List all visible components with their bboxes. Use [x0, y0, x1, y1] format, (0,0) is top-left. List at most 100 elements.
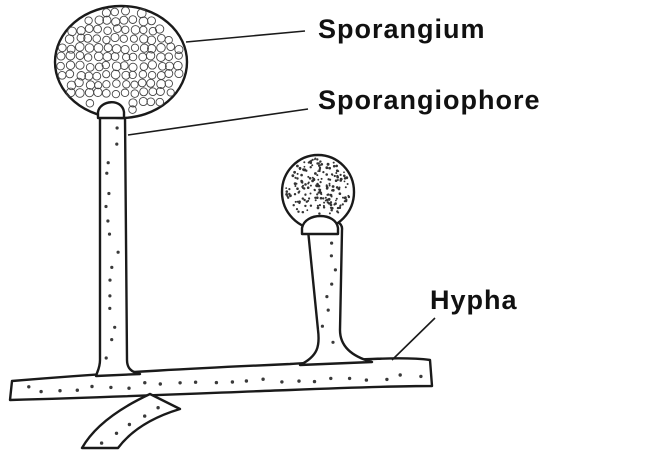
short-sporangiophore-group: [282, 155, 372, 365]
spore-speck: [329, 179, 331, 181]
spore-speck: [292, 174, 295, 177]
spore-speck: [335, 165, 338, 168]
spore-speck: [336, 176, 339, 179]
cytoplasm-dot: [330, 254, 333, 257]
spore-speck: [345, 199, 348, 202]
label-hypha: Hypha: [430, 285, 518, 315]
cytoplasm-dot: [58, 389, 61, 392]
spore-speck: [342, 203, 344, 205]
spore-speck: [339, 187, 341, 189]
cytoplasm-dot: [110, 338, 113, 341]
cytoplasm-dot: [108, 294, 111, 297]
spore-speck: [310, 205, 312, 207]
cytoplasm-dot: [215, 381, 218, 384]
spore-speck: [296, 177, 298, 179]
spore-speck: [327, 163, 330, 166]
cytoplasm-dot: [115, 432, 118, 435]
cytoplasm-dot: [105, 172, 108, 175]
spore-speck: [331, 173, 333, 175]
spore-speck: [310, 193, 312, 195]
cytoplasm-dot: [128, 423, 131, 426]
cytoplasm-dot: [76, 389, 79, 392]
spore-speck: [296, 208, 298, 210]
spore-speck: [343, 171, 345, 173]
spore-speck: [325, 166, 328, 169]
spore-speck: [310, 166, 312, 168]
spore-speck: [307, 200, 309, 202]
spore-speck: [329, 183, 331, 185]
spore-speck: [288, 188, 290, 190]
cytoplasm-dot: [159, 382, 162, 385]
cytoplasm-dot: [327, 309, 330, 312]
spore-speck: [300, 174, 303, 177]
spore-speck: [316, 185, 319, 188]
spore-speck: [319, 167, 321, 169]
spore-speck: [298, 191, 300, 193]
spore-speck: [342, 197, 344, 199]
cytoplasm-dot: [127, 387, 130, 390]
leader-sporangiophore: [128, 109, 308, 135]
spore-speck: [306, 209, 308, 211]
spore-speck: [335, 200, 337, 202]
spore-speck: [319, 160, 321, 162]
spore-speck: [312, 159, 314, 161]
spore-speck: [334, 175, 336, 177]
cytoplasm-dot: [334, 268, 337, 271]
spore-speck: [314, 172, 317, 175]
spore-speck: [304, 205, 306, 207]
spore-speck: [310, 185, 312, 187]
cytoplasm-dot: [104, 205, 107, 208]
cytoplasm-dot: [106, 219, 109, 222]
spore-speck: [328, 167, 331, 170]
spore-speck: [297, 211, 299, 213]
spore-speck: [345, 186, 347, 188]
cytoplasm-dot: [105, 356, 108, 359]
cytoplasm-dot: [385, 378, 388, 381]
spore-speck: [331, 190, 333, 192]
cytoplasm-dot: [143, 414, 146, 417]
spore-speck: [329, 185, 331, 187]
spore-speck: [344, 197, 346, 199]
cytoplasm-dot: [108, 307, 111, 310]
hypha-main: [10, 358, 432, 400]
spore-speck: [316, 174, 318, 176]
spore-speck: [317, 205, 319, 207]
spore-speck: [318, 212, 320, 214]
cytoplasm-dot: [100, 441, 103, 444]
spore-speck: [285, 187, 287, 189]
sporangiophore-tall: [96, 97, 140, 377]
spore-speck: [317, 207, 320, 210]
spore-speck: [294, 185, 296, 187]
sporangiophore-short: [300, 219, 372, 365]
cytoplasm-dot: [313, 380, 316, 383]
cytoplasm-dot: [178, 381, 181, 384]
spore-speck: [299, 168, 301, 170]
spore-speck: [303, 169, 306, 172]
spore-speck: [302, 185, 304, 187]
spore-speck: [339, 206, 342, 209]
spore-speck: [325, 197, 327, 199]
spore-speck: [327, 201, 329, 203]
spore-speck: [297, 201, 299, 203]
cytoplasm-dot: [156, 406, 159, 409]
cytoplasm-dot: [330, 283, 333, 286]
cytoplasm-dot: [231, 380, 234, 383]
spore-speck: [320, 181, 322, 183]
label-sporangiophore: Sporangiophore: [318, 85, 541, 115]
spore-speck: [294, 177, 296, 179]
spore-speck: [340, 174, 342, 176]
spore-speck: [329, 212, 331, 214]
spore-speck: [302, 211, 304, 213]
spore-speck: [294, 193, 296, 195]
spore-speck: [332, 185, 335, 188]
cytoplasm-dot: [297, 379, 300, 382]
spore-speck: [322, 197, 324, 199]
spore-speck: [304, 194, 306, 196]
spore-speck: [343, 175, 346, 178]
spore-speck: [333, 162, 335, 164]
spore-speck: [319, 204, 321, 206]
spore-speck: [337, 212, 339, 214]
cytoplasm-dot: [27, 385, 30, 388]
cytoplasm-dot: [117, 251, 120, 254]
cytoplasm-dot: [245, 379, 248, 382]
